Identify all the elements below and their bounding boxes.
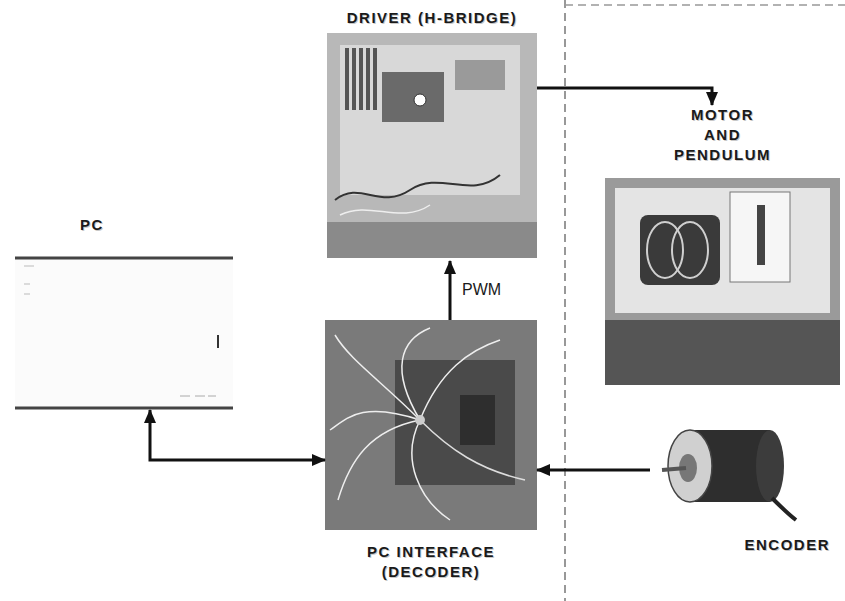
heatsink-fin (366, 48, 370, 110)
photo-strip (327, 222, 537, 258)
motor-photo (605, 178, 840, 385)
bracket (730, 192, 790, 282)
encoder-cable (772, 498, 796, 520)
component (414, 94, 426, 106)
node-heading: PC (15, 215, 233, 235)
screen-ground (15, 258, 233, 408)
pc-screen (15, 258, 233, 408)
arrow-connector (537, 469, 650, 472)
heatsink-fin (373, 48, 377, 110)
photo-ground (327, 33, 537, 258)
screen-mark (24, 266, 34, 267)
boundary-dashed-line (564, 0, 566, 601)
motor-node: MOTOR AND PENDULUM (605, 105, 840, 385)
board-chip (460, 395, 495, 445)
heatsink-fin (359, 48, 363, 110)
interface-node: PC INTERFACE (DECODER) (325, 320, 537, 582)
encoder-picture (662, 430, 796, 520)
heatsink-fin (345, 48, 349, 110)
screen-mark (24, 284, 30, 285)
wire (412, 420, 450, 520)
photo-strip (605, 320, 840, 385)
screen-mark (180, 396, 190, 397)
encoder-node: ENCODER (650, 412, 835, 555)
photo-ground (605, 178, 840, 385)
wire (338, 420, 420, 500)
wire (330, 411, 420, 430)
wire (420, 420, 525, 480)
wire-knot (415, 415, 425, 425)
interface-photo (325, 320, 537, 530)
encoder-face (668, 430, 712, 502)
board-block (455, 60, 505, 90)
screen-edge (15, 257, 233, 260)
encoder-back (756, 430, 784, 502)
screen-mark (217, 335, 219, 348)
heatsink-fin (352, 48, 356, 110)
node-heading: MOTOR AND PENDULUM (674, 105, 771, 165)
screen-edge (15, 407, 233, 410)
wire (420, 340, 500, 420)
node-heading: PC INTERFACE (DECODER) (356, 542, 506, 582)
screen-mark (208, 396, 216, 397)
photo-ground (325, 320, 537, 530)
pendulum-bar (757, 205, 765, 265)
screen-mark (195, 396, 205, 397)
screen-mark (24, 294, 30, 295)
node-heading: ENCODER (650, 535, 835, 555)
board-block (382, 72, 444, 122)
motor-coil (672, 222, 708, 278)
node-heading: DRIVER (H-BRIDGE) (327, 8, 537, 28)
arrow-connector (449, 261, 452, 320)
driver-photo (327, 33, 537, 258)
wire (335, 175, 500, 200)
arrow-connector (150, 410, 325, 460)
boundary-dashed-line (565, 4, 845, 6)
photo-panel (340, 45, 520, 195)
encoder-shaft (662, 468, 686, 470)
signal-label: PWM (460, 280, 503, 300)
arrow-connector (537, 88, 712, 105)
photo-panel (615, 188, 830, 313)
wire (340, 205, 430, 215)
pc-node: PC (15, 215, 233, 410)
driver-node: DRIVER (H-BRIDGE) (327, 8, 537, 261)
motor-body (640, 215, 720, 285)
